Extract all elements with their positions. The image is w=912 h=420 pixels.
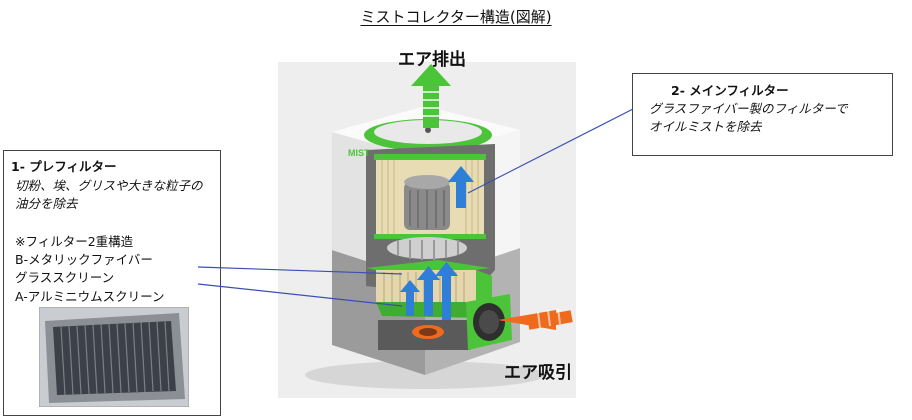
prefilter-desc-line1: 切粉、埃、グリスや大きな粒子の <box>15 178 203 193</box>
main-filter-bottom-band <box>374 234 486 239</box>
main-filter-pleat-lines <box>381 158 479 236</box>
prefilter-desc-line2: 油分を除去 <box>15 196 78 211</box>
exhaust-label: エア排出 <box>398 50 466 70</box>
intake-port-core <box>479 310 499 334</box>
prefilter-leader-line-b <box>197 266 403 275</box>
main-filter-top-band <box>374 154 486 160</box>
fan-motor-fins <box>409 190 445 229</box>
intake-label: エア吸引 <box>504 363 572 383</box>
prefilter-layer-b-line2: グラススクリーン <box>15 270 115 285</box>
diagram-title: ミストコレクター構造(図解) <box>0 6 912 27</box>
prefilter-layer-a: A-アルミニウムスクリーン <box>15 289 165 304</box>
main-filter-desc-line2: オイルミストを除去 <box>649 119 762 134</box>
prefilter-leader-line-a <box>197 283 403 307</box>
main-filter-callout: 2- メインフィルター グラスファイバー製のフィルターで オイルミストを除去 <box>632 73 893 156</box>
main-filter-desc-line1: グラスファイバー製のフィルターで <box>649 101 848 116</box>
diagram-title-text: ミストコレクター構造(図解) <box>360 8 552 26</box>
brand-label: MIST <box>348 148 370 158</box>
lid-knob <box>425 127 431 133</box>
intake-arrow <box>498 307 573 330</box>
airflow-arrows-blue <box>400 166 474 320</box>
mist-collector-illustration: MIST <box>278 62 576 398</box>
prefilter-layer-b-line1: B-メタリックファイバー <box>15 252 153 267</box>
exhaust-arrow <box>411 64 451 128</box>
prefilter-callout: 1- プレフィルター 切粉、埃、グリスや大きな粒子の 油分を除去 ※フィルター2… <box>3 150 221 416</box>
fan-impeller-blades <box>397 240 459 260</box>
fan-motor-top <box>404 175 450 189</box>
prefilter-photo <box>39 307 189 407</box>
prefilter-heading: 1- プレフィルター <box>11 159 117 174</box>
main-filter-heading: 2- メインフィルター <box>671 83 789 98</box>
prefilter-note: ※フィルター2重構造 <box>15 234 134 249</box>
drain-ring-inner <box>419 328 437 336</box>
main-filter-leader-line <box>467 108 634 194</box>
